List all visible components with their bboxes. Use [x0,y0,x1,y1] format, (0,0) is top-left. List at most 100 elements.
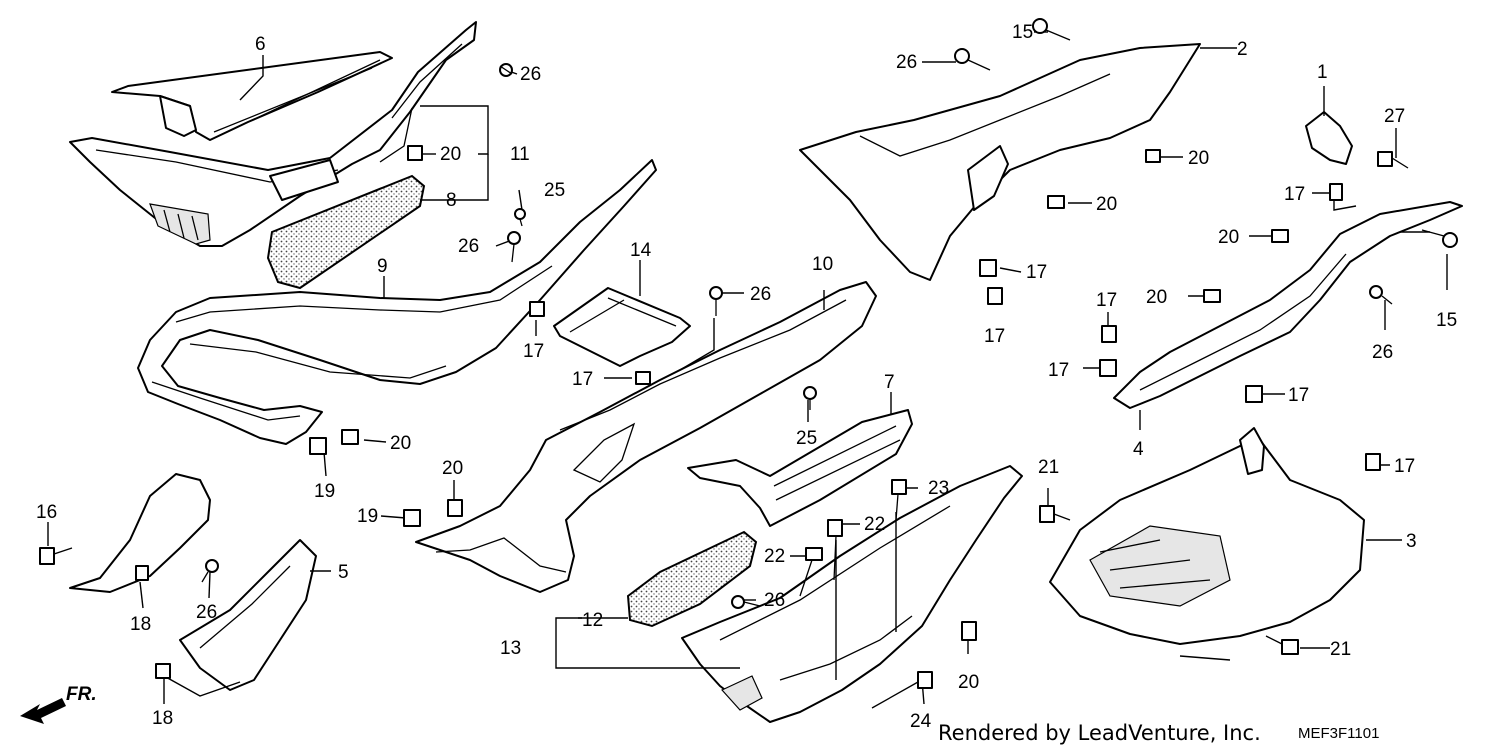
callout-18: 18 [130,614,151,635]
callout-1: 1 [1317,62,1328,83]
part-8-pad [266,174,426,290]
part-11-side-cover [69,21,477,247]
part-10-side-panel [415,281,877,593]
callout-20: 20 [440,144,461,165]
front-direction-arrow: FR. [20,684,97,724]
screw-15-b [1421,229,1458,248]
callout-20: 20 [390,433,411,454]
callout-7: 7 [884,372,895,393]
screw-26-d [201,559,219,583]
credit-text: Rendered by LeadVenture, Inc. [938,721,1261,745]
clip-17-d [987,287,1003,305]
bolt-18-a [135,565,149,581]
callout-13: 13 [500,638,521,659]
part-14-bracket [553,287,691,367]
part-1-bracket [1305,111,1353,165]
callout-26: 26 [750,284,771,305]
fasteners [39,18,1458,709]
callout-4: 4 [1133,439,1144,460]
callout-26: 26 [764,590,785,611]
screw-15-a [1032,18,1071,41]
clip-17-g [1099,359,1117,377]
callout-22: 22 [864,514,885,535]
callout-14: 14 [630,240,652,261]
direction-label: FR. [66,684,97,705]
callout-20: 20 [1096,194,1117,215]
callout-23: 23 [928,478,949,499]
callout-11: 11 [510,144,530,165]
callout-17: 17 [984,326,1005,347]
callout-15: 15 [1012,22,1033,43]
callout-17: 17 [572,369,593,390]
callout-9: 9 [377,256,388,277]
clip-17-e [1329,183,1343,201]
clip-20-e [1047,195,1065,209]
part-6-upper-cover [111,51,393,141]
callout-19: 19 [357,506,378,527]
callout-6: 6 [255,34,266,55]
part-2-rear-cover [799,43,1201,281]
callout-26: 26 [520,64,541,85]
clip-17-a [529,301,545,317]
diagram-code: MEF3F1101 [1298,725,1379,742]
callout-27: 27 [1384,106,1405,127]
part-7-cover [687,409,913,527]
callout-12: 12 [582,610,603,631]
clip-17-f [1101,325,1117,343]
screw-26-e [731,595,761,609]
screw-26-b [507,231,521,263]
screw-26-g [1369,285,1393,305]
callout-26: 26 [196,602,217,623]
callout-17: 17 [1394,456,1415,477]
bolt-27 [1377,151,1409,169]
callout-5: 5 [338,562,349,583]
callout-17: 17 [523,341,544,362]
part-13-lower-frame [681,465,1023,723]
part-4-rear-rail [1113,201,1463,409]
bolt-22-b [799,547,823,597]
callout-22: 22 [764,546,785,567]
screw-26-c [709,286,723,316]
callout-17: 17 [1284,184,1305,205]
bolt-21-a [1039,505,1071,523]
clip-19-b [403,509,421,527]
callout-20: 20 [1146,287,1167,308]
leader-lines [47,31,1448,705]
callout-15: 15 [1436,310,1457,331]
callout-25: 25 [544,180,565,201]
part-3-under-tray [1049,427,1365,645]
callout-20: 20 [1188,148,1209,169]
callout-21-a: 21 [1038,457,1059,478]
clip-17-h [1245,385,1263,403]
bolt-16 [39,547,73,565]
callout-8: 8 [446,190,457,211]
callout-26: 26 [896,52,917,73]
callout-19: 19 [314,481,335,502]
clip-20-f [1271,229,1289,243]
callout-17: 17 [1026,262,1047,283]
part-12-pad [626,530,758,628]
clip-17-i [1365,453,1381,471]
part-5-front-cover [69,473,317,691]
callout-18: 18 [152,708,173,729]
callout-20: 20 [958,672,979,693]
clip-19-a [309,437,327,455]
bolt-18-b [155,663,171,679]
clip-20-h [961,621,977,641]
callout-2: 2 [1237,39,1248,60]
screw-26-f [954,48,991,71]
callout-20: 20 [442,458,463,479]
bolt-22-a [827,519,843,581]
callout-10: 10 [812,254,833,275]
callout-17: 17 [1288,385,1309,406]
bolt-23 [891,479,907,521]
bolt-21-b [1265,635,1299,655]
clip-20-a [407,145,423,161]
callout-17: 17 [1048,360,1069,381]
callout-16: 16 [36,502,57,523]
bolt-24 [871,671,933,709]
callout-17: 17 [1096,290,1117,311]
clip-17-c [979,259,997,277]
screw-25-a [514,208,526,227]
